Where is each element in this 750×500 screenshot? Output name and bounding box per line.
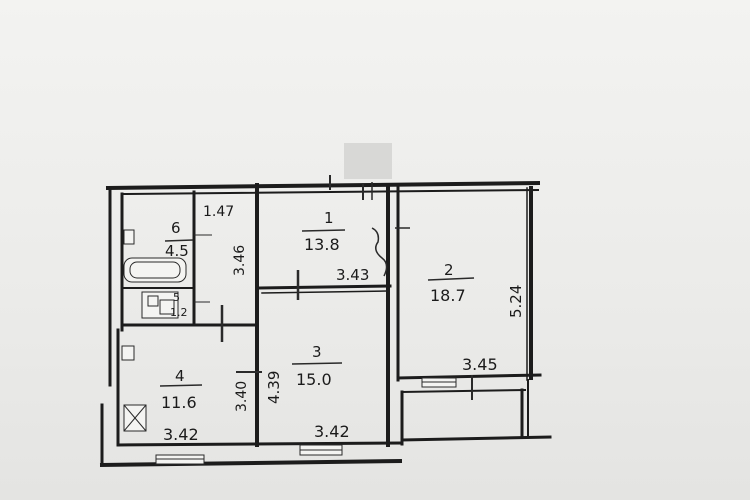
doors: [220, 175, 410, 373]
room-6-number: 6: [171, 219, 181, 237]
fraction-bars: [159, 229, 475, 387]
sink-icon: [123, 229, 135, 245]
room-6-area: 4.5: [165, 242, 189, 260]
fixtures: [121, 229, 212, 432]
room-4-area: 11.6: [161, 393, 197, 412]
room-6-width: 1.47: [203, 204, 234, 220]
room-2-width: 3.45: [462, 355, 498, 374]
room-4-width: 3.42: [163, 425, 199, 444]
room-2-number: 2: [444, 261, 454, 279]
scan-smudge: [344, 143, 392, 179]
balcony: [400, 379, 552, 446]
room-1-number: 1: [324, 209, 334, 227]
room-2-area: 18.7: [430, 286, 466, 305]
room-3-length: 4.39: [265, 371, 283, 404]
room-2-length: 5.24: [507, 285, 525, 318]
room-3-number: 3: [312, 343, 322, 361]
interior-walls: [122, 183, 542, 447]
room-6-length: 3.46: [232, 245, 248, 276]
room-4-number: 4: [175, 367, 185, 385]
room-3-area: 15.0: [296, 370, 332, 389]
room-4-length: 3.40: [234, 381, 250, 412]
room-1-width: 3.43: [336, 266, 369, 284]
room-5-number: 5: [173, 291, 180, 304]
kitchen-sink-icon: [121, 345, 135, 361]
room-1-area: 13.8: [304, 235, 340, 254]
room-5-area: 1.2: [170, 306, 188, 319]
outer-walls: [99, 180, 541, 468]
room-3-width: 3.42: [314, 422, 350, 441]
windows: [155, 375, 473, 465]
